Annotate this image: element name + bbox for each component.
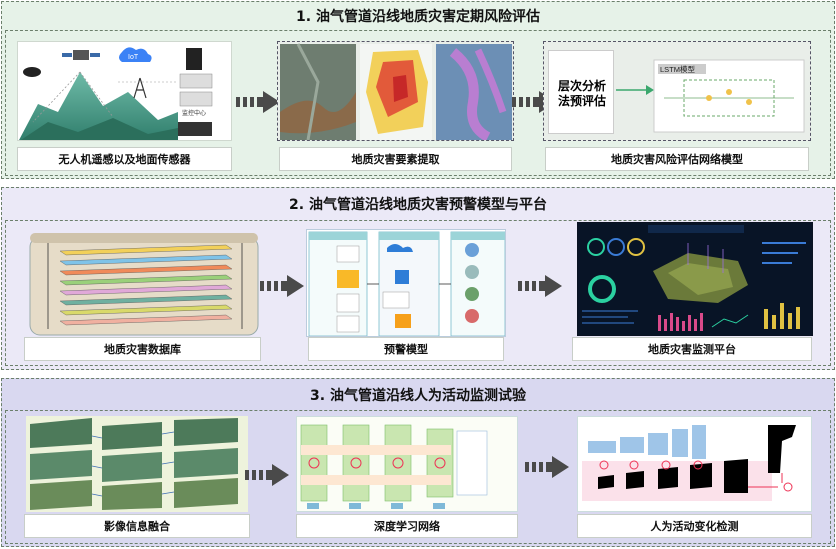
map-layer [59,274,233,286]
map-layer [59,304,233,316]
caption-warning-model: 预警模型 [308,337,504,361]
caption-image-fusion: 影像信息融合 [24,514,250,538]
risk-network-model: 层次分析 法预评估 LSTM模型 [543,41,811,141]
flow-arrow-3-2 [525,456,571,478]
flow-arrow-1-1 [236,91,282,113]
ahp-label: 层次分析 法预评估 [557,79,606,108]
map-layer [59,244,233,256]
warning-model-diagram [306,229,506,337]
flow-arrow-2-2 [518,275,564,297]
center-label: 监控中心 [182,109,206,117]
deep-learning-network-graphic [296,416,518,512]
map-layer [59,294,233,306]
activity-change-detection-graphic [577,416,812,512]
map-layer [59,264,233,276]
hazard-database-graphic [26,229,262,337]
caption-drone-sensor: 无人机遥感以及地面传感器 [17,147,232,171]
caption-risk-model: 地质灾害风险评估网络模型 [545,147,809,171]
monitoring-platform-dashboard [577,222,813,336]
lstm-label: LSTM模型 [660,64,696,74]
lstm-graphic: LSTM模型 [616,59,805,133]
section-3-title: 3. 油气管道沿线人为活动监测试验 [310,388,526,404]
map-layer [59,284,233,296]
ahp-box: 层次分析 法预评估 [548,50,614,134]
drone-sensor-illustration: IoT 监控中心 [17,41,232,141]
caption-change-detection: 人为活动变化检测 [577,514,812,538]
map-layer [59,314,233,326]
caption-database: 地质灾害数据库 [24,337,261,361]
image-fusion-graphic [26,416,248,512]
flow-arrow-3-1 [245,464,291,486]
caption-monitoring-platform: 地质灾害监测平台 [572,337,812,361]
map-layer [59,254,233,266]
caption-hazard-extraction: 地质灾害要素提取 [279,147,512,171]
section-1-title: 1. 油气管道沿线地质灾害定期风险评估 [296,9,540,25]
flow-arrow-2-1 [260,275,306,297]
drone-sensor-graphic: IoT 监控中心 [19,47,213,140]
hazard-maps-graphic [280,43,512,140]
section-2-title: 2. 油气管道沿线地质灾害预警模型与平台 [289,197,547,213]
iot-label: IoT [128,54,139,61]
caption-deep-learning: 深度学习网络 [296,514,518,538]
hazard-extraction-maps [277,41,514,141]
